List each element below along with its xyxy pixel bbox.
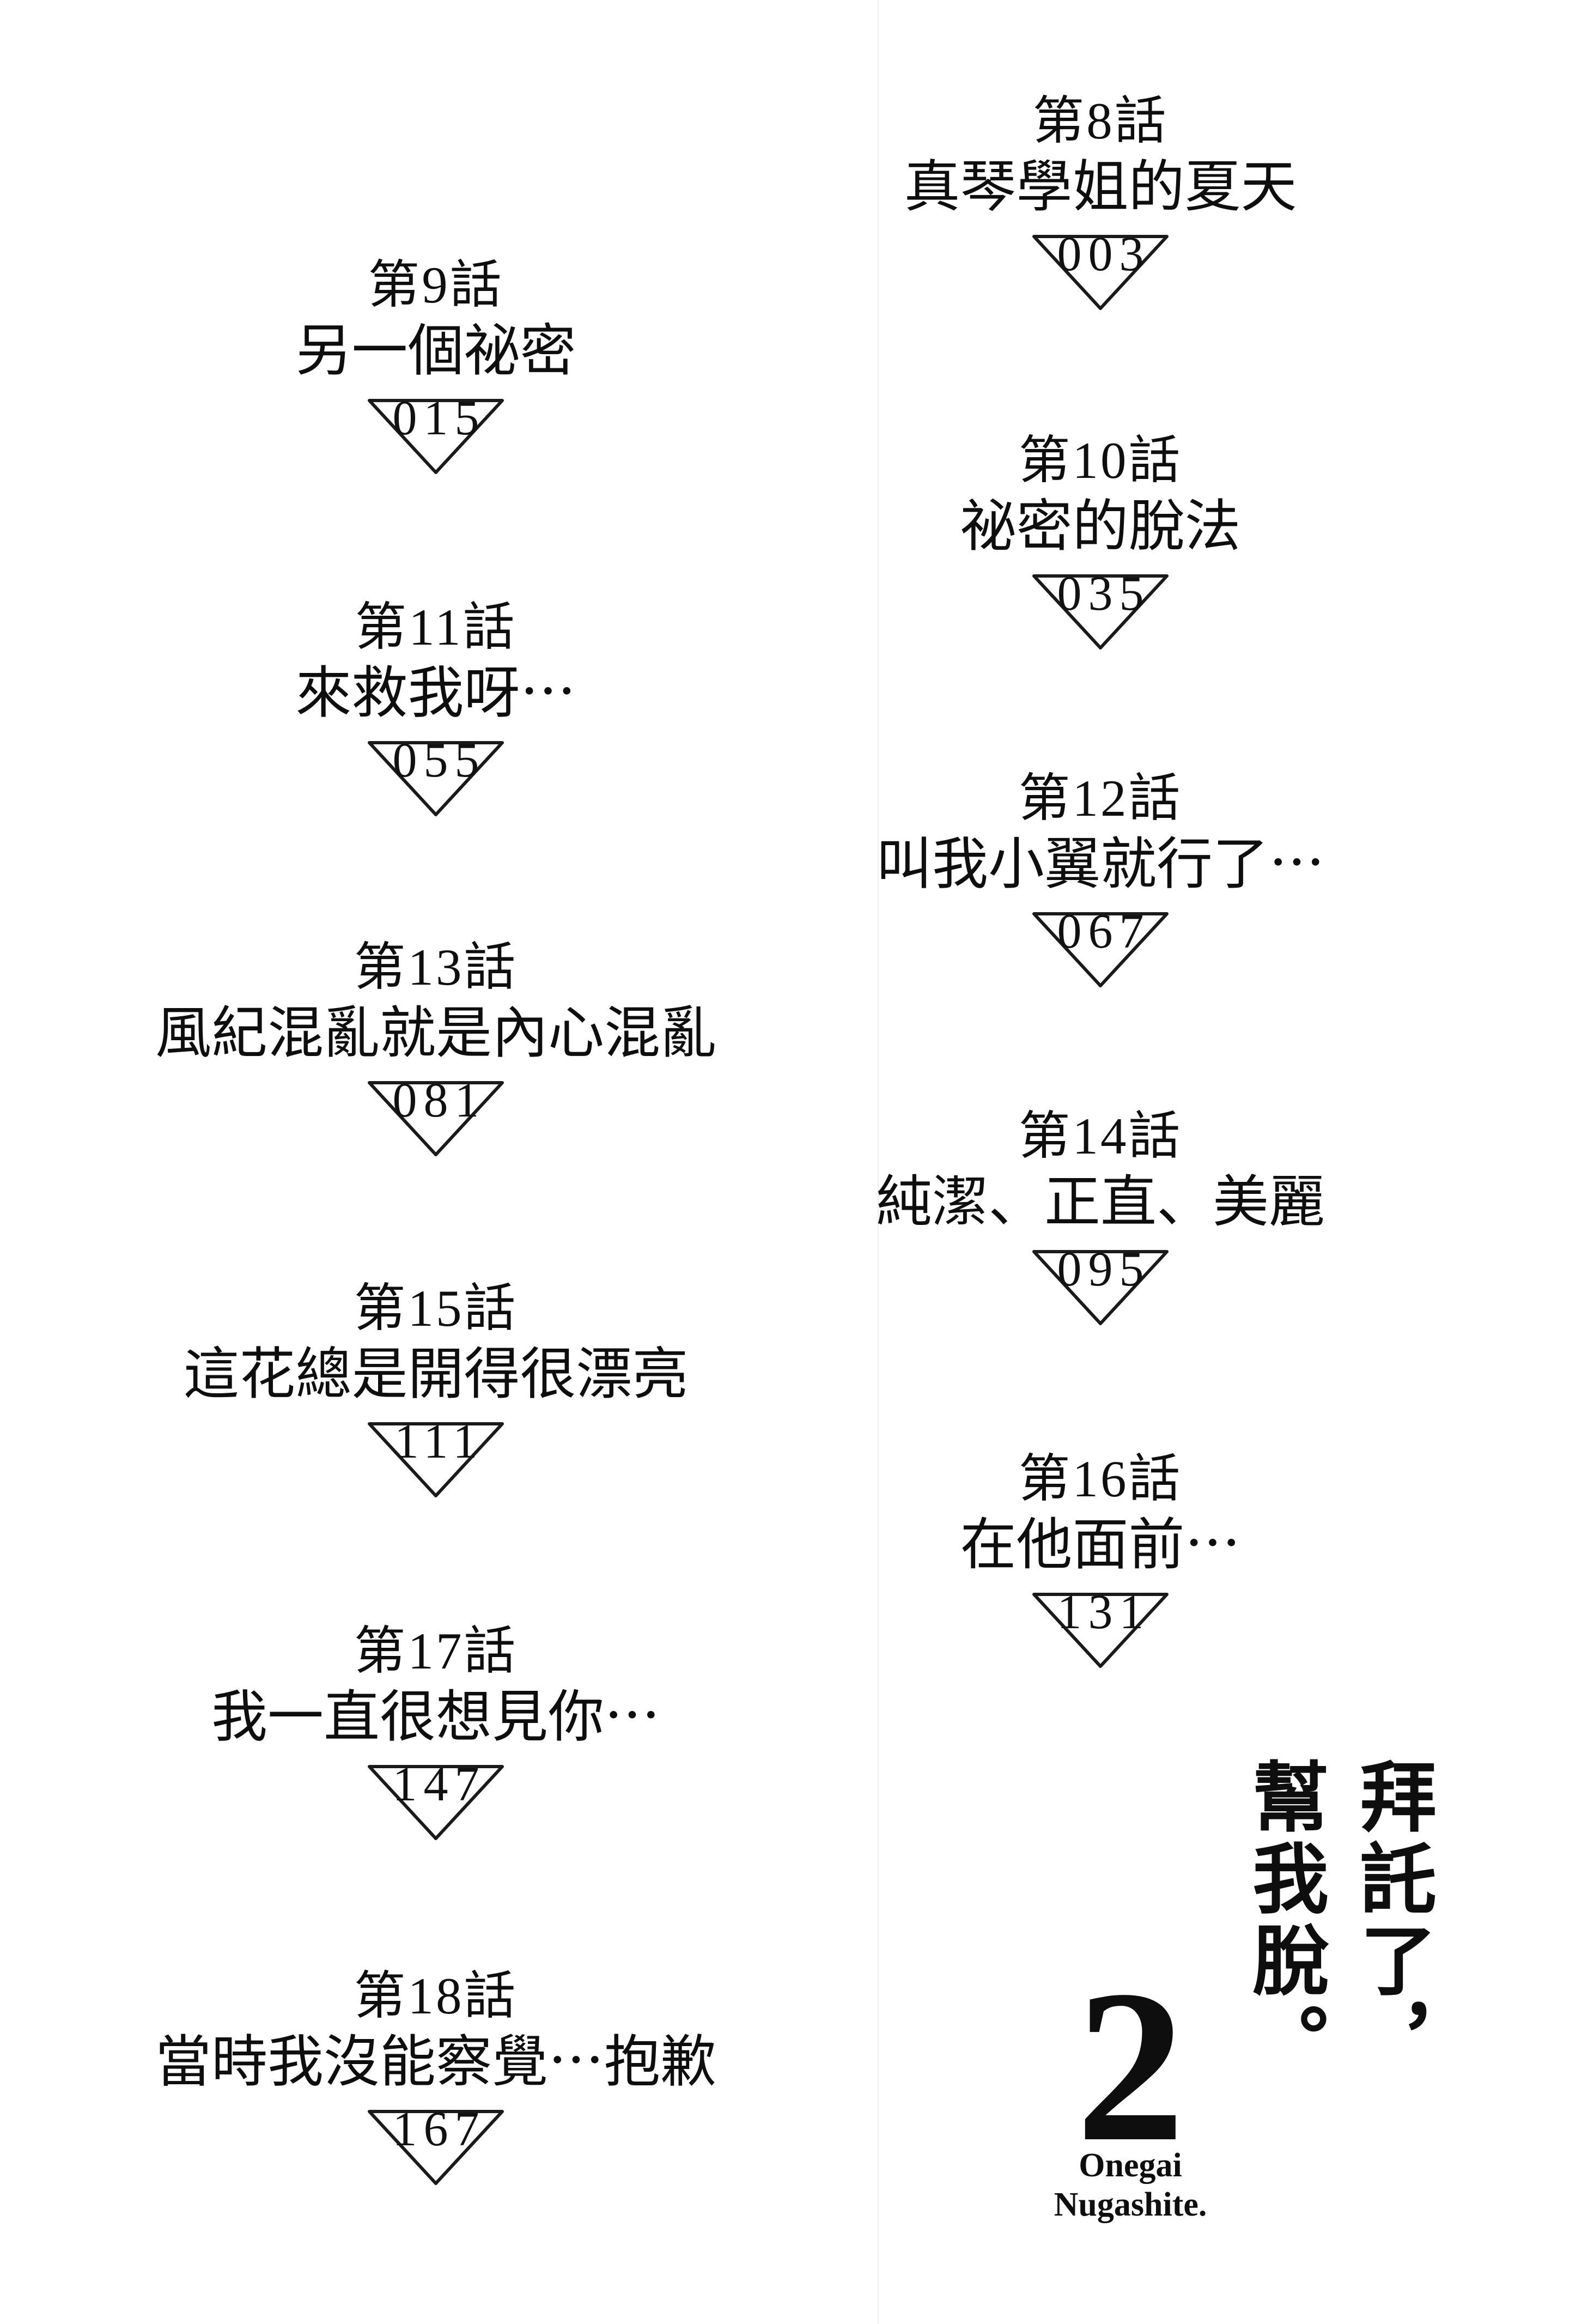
triangle-down-icon <box>1032 1593 1169 1668</box>
chapter-title: 在他面前⋯ <box>960 1514 1241 1576</box>
chapter-title: 祕密的脫法 <box>960 496 1241 558</box>
chapter-number-label: 第12話 <box>1018 769 1183 827</box>
toc-entry-chapter-15: 第15話 這花總是開得很漂亮 111 <box>0 1279 872 1500</box>
page-number-badge: 067 <box>1027 905 1173 990</box>
chapter-number-label: 第14話 <box>1018 1107 1183 1165</box>
chapter-title: 這花總是開得很漂亮 <box>183 1344 689 1406</box>
triangle-down-icon <box>1032 1250 1169 1325</box>
page-number: 067 <box>1057 905 1151 958</box>
chapter-number-label: 第8話 <box>1032 92 1169 150</box>
chapter-number-label: 第11話 <box>355 598 517 656</box>
chapter-title: 真琴學姐的夏天 <box>904 156 1297 219</box>
chapter-number-label: 第18話 <box>354 1967 518 2025</box>
chapter-title: 純潔、正直、美麗 <box>876 1172 1325 1234</box>
triangle-down-icon <box>368 2110 504 2185</box>
romaji-line-1: Onegai <box>1079 2147 1182 2184</box>
page-fold-line <box>878 0 879 2324</box>
page-number: 095 <box>1057 1242 1151 1296</box>
page-number-badge: 003 <box>1027 227 1173 313</box>
page-number: 111 <box>394 1415 484 1469</box>
toc-entry-chapter-14: 第14話 純潔、正直、美麗 095 <box>665 1107 1536 1328</box>
chapter-number-label: 第10話 <box>1018 432 1183 489</box>
toc-entry-chapter-13: 第13話 風紀混亂就是內心混亂 081 <box>0 938 872 1159</box>
triangle-down-icon <box>368 1081 504 1156</box>
series-title-romaji: Onegai Nugashite. <box>1016 2146 1245 2224</box>
triangle-down-icon <box>368 399 504 474</box>
chapter-number-label: 第16話 <box>1018 1450 1183 1508</box>
page-number-badge: 035 <box>1027 567 1173 652</box>
page-number: 035 <box>1057 567 1151 621</box>
toc-entry-chapter-16: 第16話 在他面前⋯ 131 <box>665 1449 1536 1671</box>
triangle-down-icon <box>1032 912 1169 987</box>
page-number-badge: 095 <box>1027 1242 1173 1328</box>
chapter-number-label: 第17話 <box>354 1622 518 1680</box>
chapter-title: 另一個祕密 <box>295 320 576 383</box>
chapter-number-label: 第9話 <box>368 256 504 314</box>
toc-entry-chapter-17: 第17話 我一直很想見你⋯ 147 <box>0 1622 872 1843</box>
page-number: 081 <box>392 1073 486 1127</box>
chapter-number-label: 第13話 <box>354 938 518 996</box>
chapter-title: 我一直很想見你⋯ <box>211 1686 660 1749</box>
page-number: 055 <box>392 733 486 787</box>
series-title-vertical-part1: 拜託了， <box>1349 1757 1433 2084</box>
page-number-badge: 147 <box>363 1757 509 1843</box>
page-number-badge: 167 <box>363 2102 509 2188</box>
triangle-down-icon <box>368 1422 504 1497</box>
toc-entry-chapter-11: 第11話 來救我呀⋯ 055 <box>0 598 872 819</box>
toc-entry-chapter-18: 第18話 當時我沒能察覺⋯抱歉 167 <box>0 1967 872 2188</box>
chapter-number-label: 第15話 <box>354 1279 518 1337</box>
toc-entry-chapter-8: 第8話 真琴學姐的夏天 003 <box>665 92 1536 313</box>
romaji-line-2: Nugashite. <box>1054 2186 1207 2223</box>
page-number: 003 <box>1057 227 1151 281</box>
volume-number: 2 <box>1076 1945 1185 2187</box>
triangle-down-icon <box>368 1765 504 1840</box>
page-number-badge: 111 <box>363 1415 509 1500</box>
chapter-title: 當時我沒能察覺⋯抱歉 <box>155 2031 716 2094</box>
page-number: 147 <box>392 1757 486 1811</box>
triangle-down-icon <box>1032 235 1169 310</box>
page-number-badge: 055 <box>363 733 509 819</box>
page-number-badge: 081 <box>363 1073 509 1159</box>
series-title-vertical-part2: 幫我脫。 <box>1241 1757 1325 2084</box>
page-number: 167 <box>392 2102 486 2156</box>
page-number: 131 <box>1057 1585 1151 1639</box>
page-number-badge: 015 <box>363 391 509 477</box>
triangle-down-icon <box>1032 574 1169 650</box>
triangle-down-icon <box>368 741 504 816</box>
toc-entry-chapter-12: 第12話 叫我小翼就行了⋯ 067 <box>665 769 1536 990</box>
toc-entry-chapter-9: 第9話 另一個祕密 015 <box>0 256 872 477</box>
chapter-title: 來救我呀⋯ <box>295 663 576 725</box>
page-number-badge: 131 <box>1027 1585 1173 1671</box>
chapter-title: 風紀混亂就是內心混亂 <box>155 1003 716 1065</box>
toc-entry-chapter-10: 第10話 祕密的脫法 035 <box>665 431 1536 652</box>
chapter-title: 叫我小翼就行了⋯ <box>876 834 1325 896</box>
page-number: 015 <box>392 391 486 445</box>
